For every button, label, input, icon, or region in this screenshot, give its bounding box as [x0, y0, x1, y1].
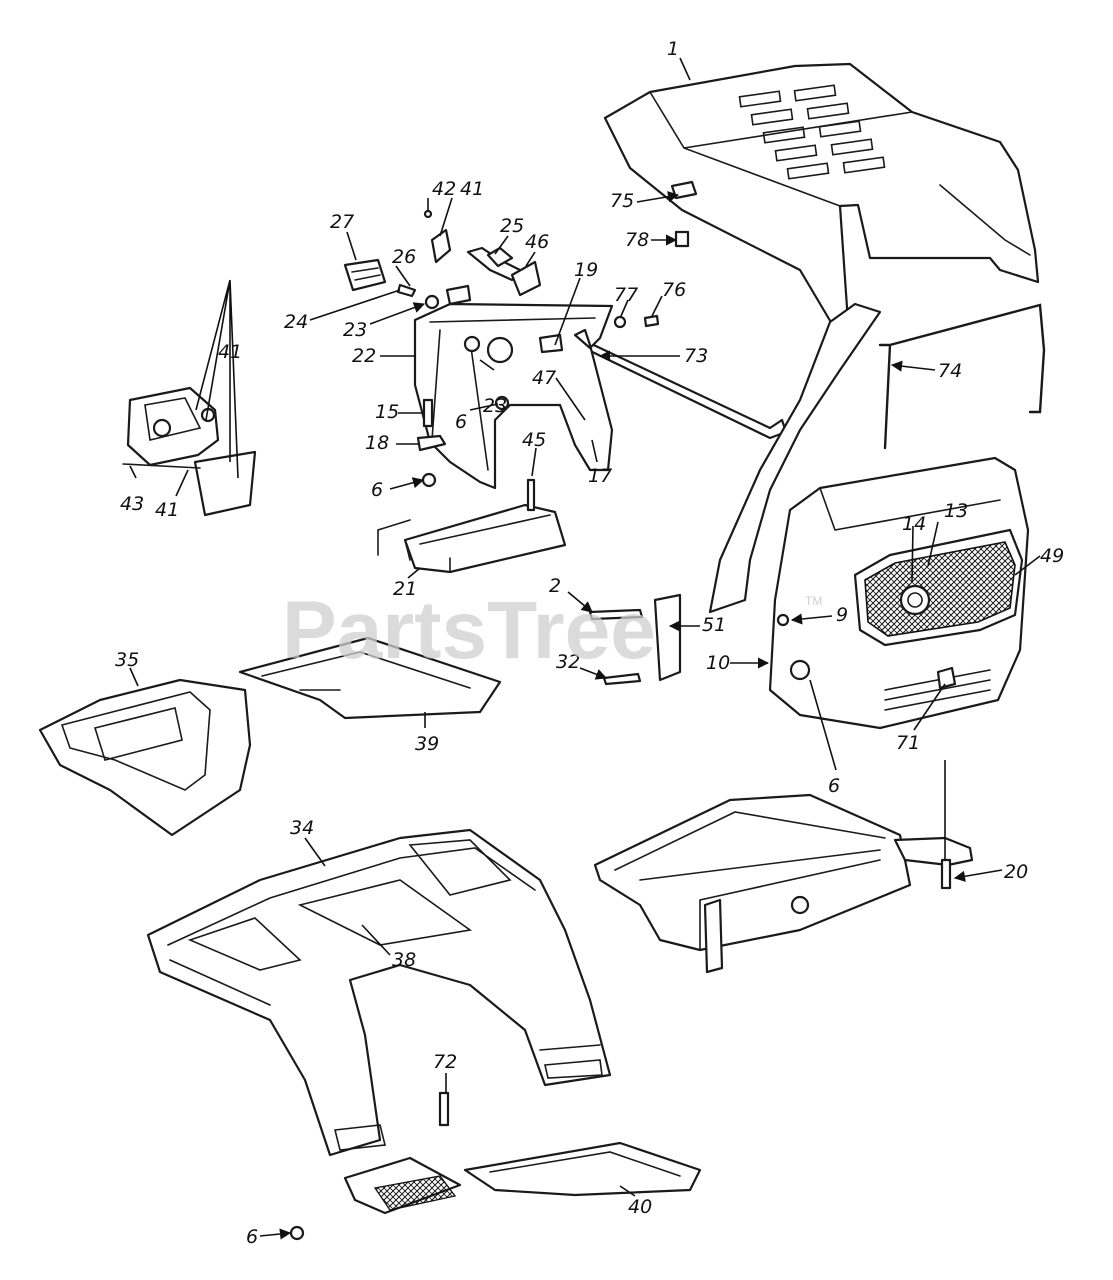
part-label: 10	[706, 652, 730, 674]
part-label: 34	[290, 817, 314, 839]
rear-fender-part	[146, 828, 612, 1157]
part-label: 17	[588, 465, 612, 487]
footrest-left-part	[38, 678, 252, 837]
part-label: 74	[938, 360, 962, 382]
part-label: 41	[218, 341, 242, 363]
part-label: 72	[433, 1051, 457, 1073]
part-label: 18	[365, 432, 389, 454]
part-label: 35	[115, 649, 139, 671]
part-label: 32	[556, 651, 580, 673]
watermark: PartsTree TM	[282, 585, 822, 676]
ignition-switch-part	[423, 209, 542, 310]
part-label: 1	[667, 38, 679, 60]
part-label: 71	[896, 732, 920, 754]
part-label: 41	[460, 178, 484, 200]
dash-bracket-part	[377, 478, 567, 574]
part-label: 23	[343, 319, 367, 341]
part-label: 46	[525, 231, 549, 253]
part-label: 6	[371, 479, 383, 501]
part-label: 49	[1040, 545, 1064, 567]
side-plate-part	[588, 593, 790, 686]
part-label: 2	[549, 575, 561, 597]
pivot-assembly-part	[122, 386, 257, 517]
part-label: 27	[330, 211, 354, 233]
part-label: 20	[1004, 861, 1028, 883]
part-label: 76	[662, 279, 686, 301]
part-label: 75	[610, 190, 634, 212]
frame-part	[593, 793, 974, 974]
rear-hardware-part	[289, 1091, 702, 1241]
part-label: 23	[483, 395, 507, 417]
part-label: 73	[684, 345, 708, 367]
part-label: 15	[375, 401, 399, 423]
part-label: 9	[836, 604, 848, 626]
part-label: 38	[392, 949, 416, 971]
part-label: 22	[352, 345, 376, 367]
part-label: 41	[155, 499, 179, 521]
part-label: 25	[500, 215, 524, 237]
part-label: 39	[415, 733, 439, 755]
part-label: 77	[614, 284, 638, 306]
part-label: 24	[284, 311, 308, 333]
part-label: 6	[455, 411, 467, 433]
watermark-trademark: TM	[805, 594, 822, 608]
part-label: 14	[902, 513, 926, 535]
part-label: 40	[628, 1196, 652, 1218]
part-label: 43	[120, 493, 144, 515]
part-label: 42	[432, 178, 456, 200]
part-label: 45	[522, 429, 546, 451]
part-numbers: 1 75 78 77 76 73 74 42 41 27 25 46 26 24…	[115, 38, 1064, 1248]
leader-lines	[129, 57, 1041, 1240]
hood-latch-wire-part	[878, 303, 1046, 450]
watermark-text: PartsTree	[282, 585, 656, 676]
nose-support-part	[708, 302, 882, 614]
front-nose-part	[768, 456, 1030, 730]
floor-mat-part	[238, 636, 502, 720]
part-label: 19	[574, 259, 598, 281]
part-label: 51	[702, 614, 726, 636]
part-label: 6	[828, 775, 840, 797]
dash-panel-part	[413, 302, 614, 490]
part-label: 21	[393, 578, 417, 600]
part-label: 13	[944, 500, 968, 522]
part-label: 47	[532, 367, 556, 389]
dash-spring-part	[416, 398, 447, 488]
part-label: 26	[392, 246, 416, 268]
part-label: 78	[625, 229, 649, 251]
hood-part	[603, 62, 1040, 326]
part-label: 6	[246, 1226, 258, 1248]
